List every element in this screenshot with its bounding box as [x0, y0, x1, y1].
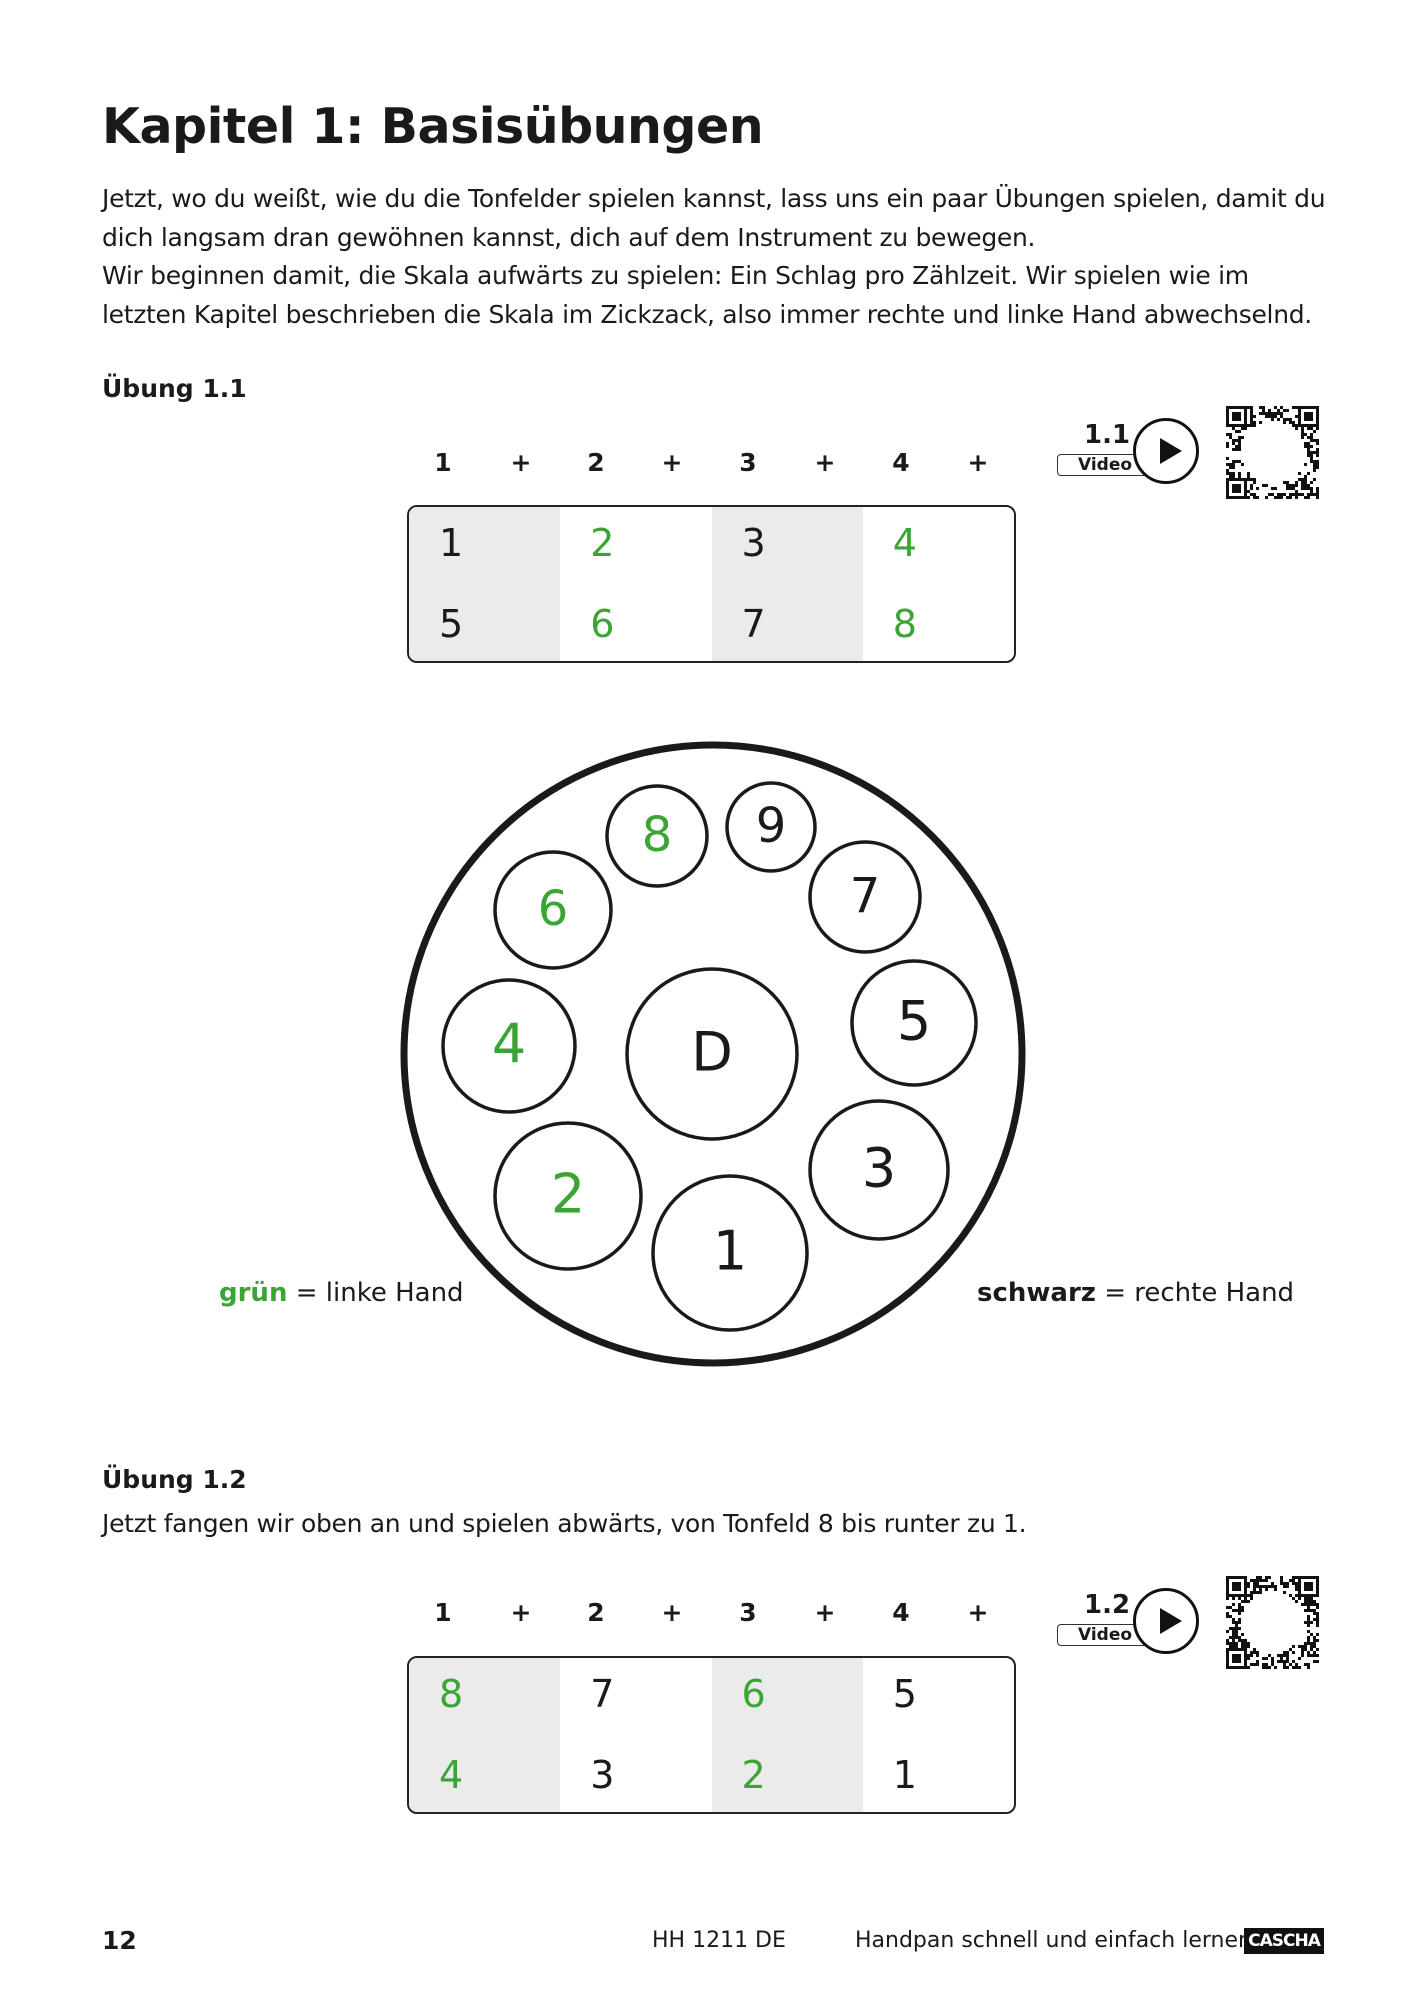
note-cell: 7 — [741, 602, 766, 646]
count-label: + — [661, 1598, 683, 1627]
tone-field-7: 7 — [808, 840, 922, 954]
tone-field-label: 2 — [551, 1163, 585, 1226]
exercise-1-title: Übung 1.1 — [102, 374, 247, 403]
play-icon[interactable] — [1133, 1588, 1199, 1654]
tone-field-5: 5 — [850, 959, 978, 1087]
count-label: + — [814, 1598, 836, 1627]
note-cell: 8 — [892, 602, 917, 646]
tone-field-label: 7 — [850, 868, 881, 924]
handpan-outline — [400, 741, 1026, 1367]
tone-field-3: 3 — [808, 1099, 950, 1241]
note-cell: 1 — [439, 521, 464, 565]
legend-right: schwarz = rechte Hand — [977, 1278, 1294, 1308]
tone-field-label: 1 — [713, 1220, 747, 1283]
handpan-diagram: 8 9 7 6 4 D 5 2 3 1 — [400, 741, 1026, 1367]
legend-black-key: schwarz — [977, 1278, 1096, 1308]
legend-black-text: = rechte Hand — [1104, 1278, 1295, 1308]
note-cell: 8 — [439, 1672, 464, 1716]
tone-field-label: 4 — [492, 1013, 526, 1076]
count-label: 2 — [587, 448, 605, 477]
tone-field-9: 9 — [725, 781, 817, 873]
count-label: 4 — [892, 1598, 910, 1627]
tone-field-6: 6 — [493, 850, 613, 970]
tone-field-label: 5 — [897, 990, 931, 1053]
tone-field-4: 4 — [441, 978, 577, 1114]
note-cell: 3 — [590, 1753, 615, 1797]
count-label: + — [661, 448, 683, 477]
note-cell: 2 — [590, 521, 615, 565]
note-cell: 5 — [892, 1672, 917, 1716]
count-label: 1 — [434, 448, 452, 477]
count-label: 2 — [587, 1598, 605, 1627]
video-number: 1.1 — [1084, 420, 1131, 450]
legend-left: grün = linke Hand — [219, 1278, 464, 1308]
tone-field-circle — [625, 967, 799, 1141]
book-title: Handpan schnell und einfach lernen — [855, 1928, 1252, 1953]
count-label: 1 — [434, 1598, 452, 1627]
tone-field-label: 8 — [642, 807, 673, 863]
tone-field-circle — [808, 840, 922, 954]
count-label: 4 — [892, 448, 910, 477]
qr-code-icon — [1226, 1576, 1319, 1669]
exercise-2-title: Übung 1.2 — [102, 1465, 247, 1494]
tone-field-circle — [808, 1099, 950, 1241]
note-cell: 2 — [741, 1753, 766, 1797]
tone-field-label: 6 — [538, 881, 569, 937]
count-label: + — [814, 448, 836, 477]
tone-field-8: 8 — [605, 784, 709, 888]
note-cell: 4 — [439, 1753, 464, 1797]
tone-field-circle — [725, 781, 817, 873]
page-title: Kapitel 1: Basisübungen — [102, 98, 764, 155]
count-label: + — [510, 1598, 532, 1627]
count-label: 3 — [739, 448, 757, 477]
intro-paragraph: Wir beginnen damit, die Skala aufwärts z… — [102, 261, 1312, 329]
play-icon[interactable] — [1133, 418, 1199, 484]
intro-text: Jetzt, wo du weißt, wie du die Tonfelder… — [102, 180, 1332, 334]
legend-green-key: grün — [219, 1278, 288, 1308]
legend-green-text: = linke Hand — [295, 1278, 464, 1308]
note-cell: 6 — [741, 1672, 766, 1716]
book-code: HH 1211 DE — [652, 1928, 786, 1953]
video-button[interactable]: Video — [1057, 454, 1154, 476]
note-cell: 4 — [892, 521, 917, 565]
note-cell: 7 — [590, 1672, 615, 1716]
tone-field-1: 1 — [651, 1174, 809, 1332]
exercise-2-text: Jetzt fangen wir oben an und spielen abw… — [102, 1509, 1027, 1538]
page-number: 12 — [102, 1926, 137, 1955]
note-cell: 6 — [590, 602, 615, 646]
qr-code-icon — [1226, 406, 1319, 499]
tone-field-circle — [493, 850, 613, 970]
tone-field-2: 2 — [493, 1121, 643, 1271]
tone-field-circle — [850, 959, 978, 1087]
tone-field-circle — [441, 978, 577, 1114]
note-cell: 3 — [741, 521, 766, 565]
count-label: + — [510, 448, 532, 477]
note-cell: 1 — [892, 1753, 917, 1797]
count-label: + — [967, 1598, 989, 1627]
video-number: 1.2 — [1084, 1590, 1131, 1620]
intro-paragraph: Jetzt, wo du weißt, wie du die Tonfelder… — [102, 184, 1326, 252]
count-label: 3 — [739, 1598, 757, 1627]
count-label: + — [967, 448, 989, 477]
tone-field-label: 9 — [756, 798, 787, 854]
tone-field-circle — [493, 1121, 643, 1271]
tone-field-circle — [651, 1174, 809, 1332]
tone-field-circle — [605, 784, 709, 888]
cascha-logo: CASCHA — [1244, 1928, 1324, 1954]
tone-field-label: D — [691, 1021, 733, 1084]
video-button[interactable]: Video — [1057, 1624, 1154, 1646]
note-cell: 5 — [439, 602, 464, 646]
tone-field-label: 3 — [862, 1137, 896, 1200]
tone-field-D: D — [625, 967, 799, 1141]
